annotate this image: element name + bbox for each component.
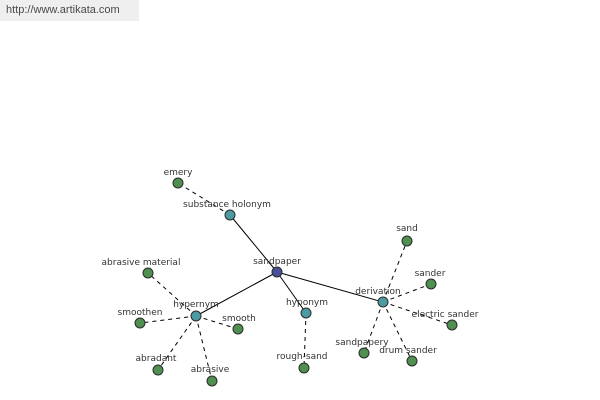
edge-hypernym-abrasive-material <box>147 272 197 317</box>
edge-sandpaper-hyponym <box>276 271 307 314</box>
label-sand[interactable]: sand <box>396 224 418 234</box>
label-hypernym[interactable]: hypernym <box>173 300 219 310</box>
node-emery[interactable] <box>172 177 184 189</box>
node-hypernym[interactable] <box>190 310 202 322</box>
label-derivation[interactable]: derivation <box>355 287 401 297</box>
edge-derivation-sand <box>382 240 408 303</box>
edge-derivation-sander <box>382 283 432 303</box>
label-drum-sander[interactable]: drum sander <box>379 346 437 356</box>
node-hyponym[interactable] <box>300 307 312 319</box>
edge-substance-holonym-emery <box>177 182 231 216</box>
node-sandpaper[interactable] <box>271 266 283 278</box>
url-bar: http://www.artikata.com <box>0 0 139 21</box>
edge-sandpaper-hypernym <box>195 271 278 317</box>
node-electric-sander[interactable] <box>446 319 458 331</box>
edges <box>139 182 453 382</box>
node-abradant[interactable] <box>152 364 164 376</box>
label-sandpapery[interactable]: sandpapery <box>335 338 389 348</box>
label-rough-sand[interactable]: rough-sand <box>277 352 328 362</box>
node-sand[interactable] <box>401 235 413 247</box>
label-smoothen[interactable]: smoothen <box>118 308 163 318</box>
label-abrasive[interactable]: abrasive <box>191 365 230 375</box>
edge-hypernym-abradant <box>157 315 197 371</box>
node-sandpapery[interactable] <box>358 347 370 359</box>
node-smoothen[interactable] <box>134 317 146 329</box>
node-sander[interactable] <box>425 278 437 290</box>
edge-derivation-sandpapery <box>363 301 384 354</box>
node-rough-sand[interactable] <box>298 362 310 374</box>
label-electric-sander[interactable]: electric sander <box>412 310 479 320</box>
labels: emery substance holonym abrasive material s… <box>102 168 479 375</box>
node-drum-sander[interactable] <box>406 355 418 367</box>
label-sander[interactable]: sander <box>415 269 446 279</box>
node-substance-holonym[interactable] <box>224 209 236 221</box>
label-emery[interactable]: emery <box>164 168 194 178</box>
edge-sandpaper-substance-holonym <box>229 214 278 273</box>
site-url-link[interactable]: http://www.artikata.com <box>6 4 120 16</box>
edge-derivation-drum-sander <box>382 301 413 362</box>
nodes <box>134 177 458 387</box>
edge-hypernym-smoothen <box>139 315 197 324</box>
node-smooth[interactable] <box>232 323 244 335</box>
edge-hypernym-abrasive <box>195 315 213 382</box>
node-abrasive[interactable] <box>206 375 218 387</box>
node-derivation[interactable] <box>377 296 389 308</box>
label-abrasive-material[interactable]: abrasive material <box>102 258 181 268</box>
label-substance-holonym[interactable]: substance holonym <box>183 200 271 210</box>
node-abrasive-material[interactable] <box>142 267 154 279</box>
edge-sandpaper-derivation <box>276 271 384 303</box>
label-smooth[interactable]: smooth <box>222 314 256 324</box>
label-abradant[interactable]: abradant <box>136 354 177 364</box>
edge-hyponym-rough-sand <box>303 312 307 369</box>
label-sandpaper[interactable]: sandpaper <box>253 257 301 267</box>
label-hyponym[interactable]: hyponym <box>286 298 328 308</box>
